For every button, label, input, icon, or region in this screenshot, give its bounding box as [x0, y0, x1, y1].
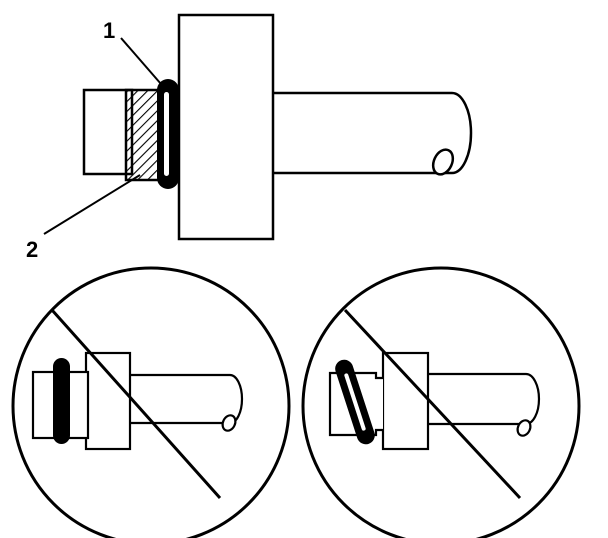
pipe-end-opening-left [221, 414, 237, 432]
callout-leader-2 [43, 174, 141, 235]
o-ring-misplaced [53, 358, 70, 444]
pipe-tube [272, 91, 473, 175]
fitting-body-left [84, 351, 132, 451]
prohibition-slash-left [50, 309, 222, 499]
fitting-body-right [381, 351, 430, 451]
o-ring-twisted-highlight [344, 373, 366, 431]
prohibition-slash-right [343, 308, 522, 500]
incorrect-example-ring-not-seated [11, 266, 291, 538]
callout-leader-1 [120, 37, 162, 85]
nipple-end [82, 88, 134, 176]
callout-label-1: 1 [103, 18, 115, 43]
callout-label-2: 2 [26, 237, 38, 262]
pipe-end-opening-right [516, 419, 532, 437]
correct-assembly: 1 2 [26, 13, 473, 262]
pipe-end-opening [431, 148, 455, 176]
fitting-body [177, 13, 275, 241]
incorrect-example-ring-twisted [301, 266, 581, 538]
o-ring-seal-highlight [164, 92, 169, 176]
